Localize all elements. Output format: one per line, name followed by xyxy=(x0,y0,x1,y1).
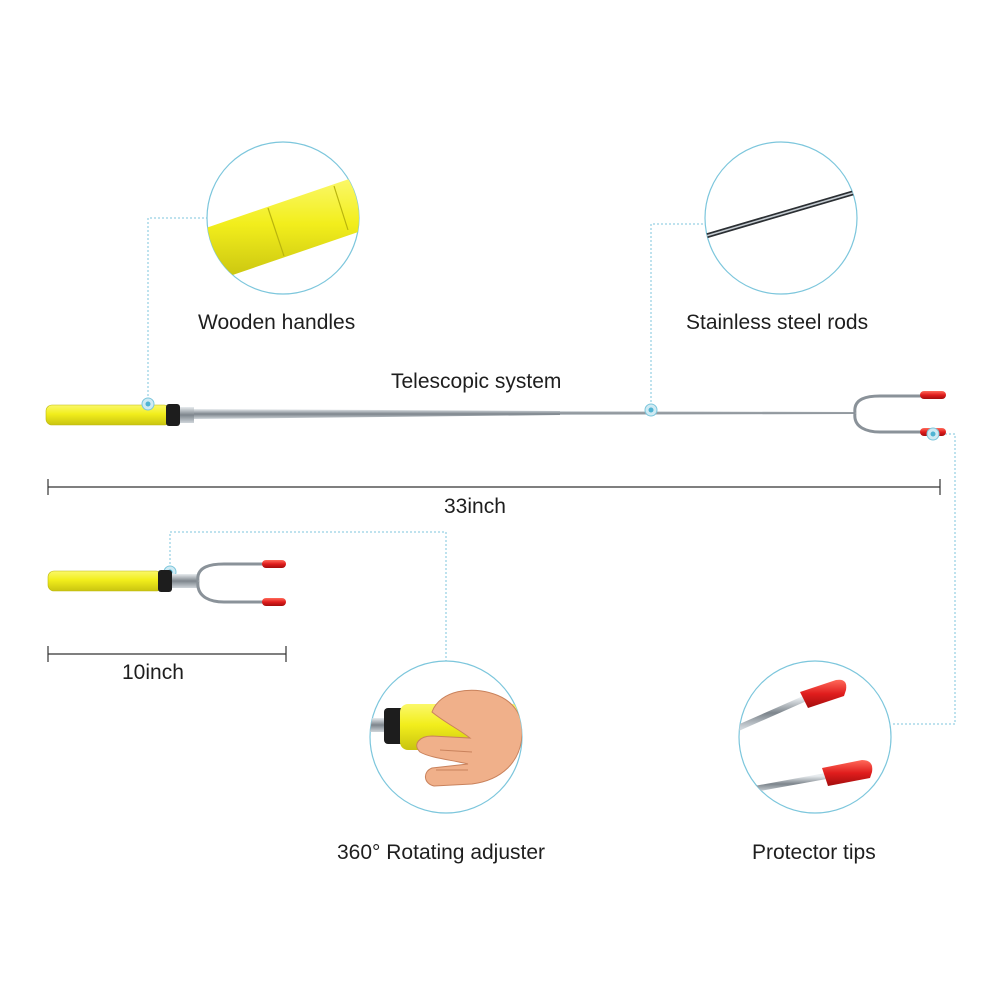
long-roasting-stick xyxy=(45,391,946,436)
callout-handles xyxy=(206,141,360,295)
label-wooden-handles: Wooden handles xyxy=(198,311,356,334)
dimension-line-short xyxy=(47,646,287,662)
callout-rotating xyxy=(369,660,523,814)
callout-lines xyxy=(147,217,956,725)
callout-line-handles xyxy=(147,217,207,404)
label-rotating-adjuster: 360° Rotating adjuster xyxy=(337,841,546,864)
dimension-line-long xyxy=(47,479,941,495)
label-telescopic-system: Telescopic system xyxy=(391,370,562,393)
label-length-33inch: 33inch xyxy=(444,495,506,518)
callout-line-rods xyxy=(650,223,705,410)
callout-anchor-dots xyxy=(141,397,940,579)
label-stainless-steel-rods: Stainless steel rods xyxy=(686,311,869,334)
short-roasting-stick xyxy=(47,560,286,606)
callout-line-rotating xyxy=(169,531,447,661)
label-protector-tips: Protector tips xyxy=(752,841,876,864)
callout-line-tips xyxy=(891,433,956,725)
label-length-10inch: 10inch xyxy=(122,661,184,684)
callout-tips xyxy=(738,660,892,814)
callout-rods xyxy=(704,141,858,295)
